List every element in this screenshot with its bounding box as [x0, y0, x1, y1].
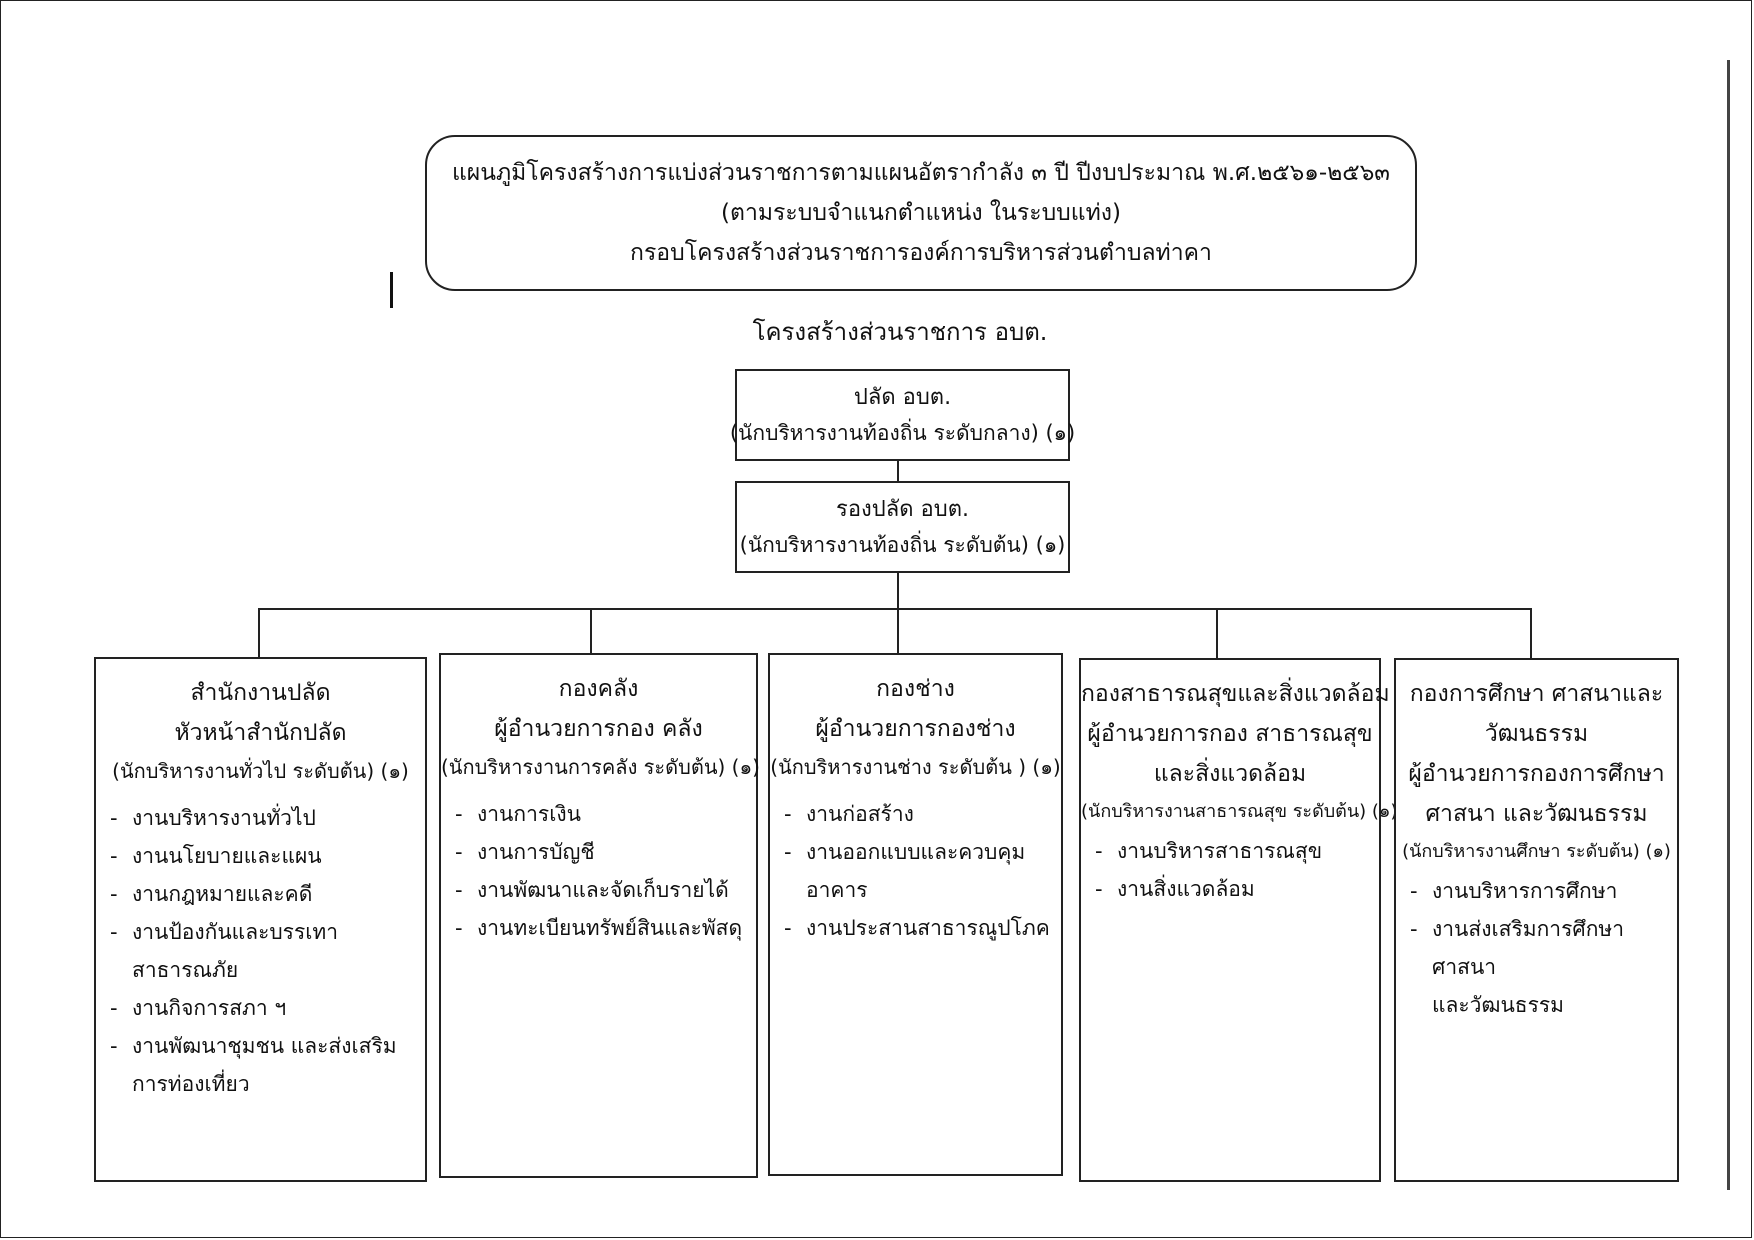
dept-heading: สำนักงานปลัด: [190, 680, 331, 706]
connector-bus: [258, 608, 1532, 610]
task-item: -งานบริหารงานทั่วไป: [110, 806, 316, 830]
task-list: -งานก่อสร้าง -งานออกแบบและควบคุมอาคาร -ง…: [770, 795, 1061, 947]
task-item: -งานบริหารสาธารณสุข: [1095, 839, 1323, 863]
dept-heading: หัวหน้าสำนักปลัด: [174, 720, 347, 746]
title-line-2: (ตามระบบจำแนกตำแหน่ง ในระบบแท่ง): [721, 200, 1121, 226]
task-item: -งานก่อสร้าง: [784, 802, 914, 826]
dept-heading: กองคลัง: [558, 676, 639, 702]
dept-rank: (นักบริหารงานสาธารณสุข ระดับต้น) (๑): [1081, 801, 1398, 822]
dept-heading: ผู้อำนวยการกอง คลัง: [494, 716, 703, 742]
dept-heading: ผู้อำนวยการกองการศึกษา: [1408, 761, 1665, 787]
task-item: -งานการบัญชี: [455, 840, 595, 864]
connector-line: [258, 608, 260, 657]
connector-line: [590, 608, 592, 653]
task-item: -งานพัฒนาชุมชน และส่งเสริมการท่องเที่ยว: [110, 1034, 397, 1096]
node-deputy-administrator: รองปลัด อบต. (นักบริหารงานท้องถิ่น ระดับ…: [735, 481, 1070, 573]
node-name: รองปลัด อบต.: [836, 497, 969, 522]
task-item: -งานป้องกันและบรรเทาสาธารณภัย: [110, 920, 339, 982]
connector-line: [1216, 608, 1218, 658]
dept-box-public-works: กองช่าง ผู้อำนวยการกองช่าง (นักบริหารงาน…: [768, 653, 1063, 1176]
dept-heading: กองช่าง: [876, 676, 955, 702]
dept-heading: ผู้อำนวยการกองช่าง: [815, 716, 1016, 742]
dept-rank: (นักบริหารงานศึกษา ระดับต้น) (๑): [1402, 841, 1671, 862]
dept-heading: กองการศึกษา ศาสนาและ: [1409, 681, 1664, 707]
dept-box-public-health: กองสาธารณสุขและสิ่งแวดล้อม ผู้อำนวยการกอ…: [1079, 658, 1398, 1182]
task-item: -งานนโยบายและแผน: [110, 844, 322, 868]
dept-heading: วัฒนธรรม: [1484, 721, 1589, 747]
task-list: -งานบริหารการศึกษา -งานส่งเสริมการศึกษา …: [1396, 872, 1677, 1024]
title-box: แผนภูมิโครงสร้างการแบ่งส่วนราชการตามแผนอ…: [425, 135, 1417, 291]
structure-label: โครงสร้างส่วนราชการ อบต.: [752, 318, 1048, 346]
dept-box-office-of-chief: สำนักงานปลัด หัวหน้าสำนักปลัด (นักบริหาร…: [94, 657, 427, 1182]
task-item: -งานบริหารการศึกษา: [1410, 879, 1618, 903]
task-item: -งานกิจการสภา ฯ: [110, 996, 287, 1020]
task-item: -งานส่งเสริมการศึกษา ศาสนาและวัฒนธรรม: [1410, 917, 1625, 1017]
task-item: -งานประสานสาธารณูปโภค: [784, 916, 1050, 940]
node-chief-administrator: ปลัด อบต. (นักบริหารงานท้องถิ่น ระดับกลา…: [730, 369, 1075, 461]
title-line-3: กรอบโครงสร้างส่วนราชการองค์การบริหารส่วน…: [630, 240, 1212, 266]
connector-line: [897, 608, 899, 653]
task-list: -งานบริหารสาธารณสุข -งานสิ่งแวดล้อม: [1081, 832, 1379, 908]
node-name: ปลัด อบต.: [853, 385, 952, 410]
dept-heading: ศาสนา และวัฒนธรรม: [1425, 801, 1648, 827]
connector-line: [897, 461, 899, 481]
task-item: -งานการเงิน: [455, 802, 581, 826]
dept-rank: (นักบริหารงานทั่วไป ระดับต้น) (๑): [112, 759, 409, 783]
dept-box-finance: กองคลัง ผู้อำนวยการกอง คลัง (นักบริหารงา…: [439, 653, 760, 1178]
node-rank: (นักบริหารงานท้องถิ่น ระดับกลาง) (๑): [729, 421, 1076, 445]
connector-line: [1530, 608, 1532, 658]
dept-box-education: กองการศึกษา ศาสนาและ วัฒนธรรม ผู้อำนวยกา…: [1394, 658, 1679, 1182]
text-cursor: [390, 272, 393, 308]
node-rank: (นักบริหารงานท้องถิ่น ระดับต้น) (๑): [739, 533, 1066, 557]
dept-heading: และสิ่งแวดล้อม: [1153, 761, 1307, 787]
dept-heading: กองสาธารณสุขและสิ่งแวดล้อม: [1081, 681, 1390, 707]
dept-rank: (นักบริหารงานช่าง ระดับต้น ) (๑): [770, 755, 1061, 779]
task-list: -งานบริหารงานทั่วไป -งานนโยบายและแผน -งา…: [96, 799, 425, 1103]
right-margin-rule: [1727, 60, 1730, 1190]
task-item: -งานกฎหมายและคดี: [110, 882, 313, 906]
connector-line: [897, 573, 899, 610]
task-item: -งานออกแบบและควบคุมอาคาร: [784, 840, 1026, 902]
dept-heading: ผู้อำนวยการกอง สาธารณสุข: [1087, 721, 1373, 747]
dept-rank: (นักบริหารงานการคลัง ระดับต้น) (๑): [441, 755, 760, 779]
task-list: -งานการเงิน -งานการบัญชี -งานพัฒนาและจัด…: [441, 795, 756, 947]
title-line-1: แผนภูมิโครงสร้างการแบ่งส่วนราชการตามแผนอ…: [451, 160, 1391, 186]
task-item: -งานพัฒนาและจัดเก็บรายได้: [455, 878, 729, 902]
task-item: -งานทะเบียนทรัพย์สินและพัสดุ: [455, 916, 743, 940]
task-item: -งานสิ่งแวดล้อม: [1095, 877, 1255, 901]
